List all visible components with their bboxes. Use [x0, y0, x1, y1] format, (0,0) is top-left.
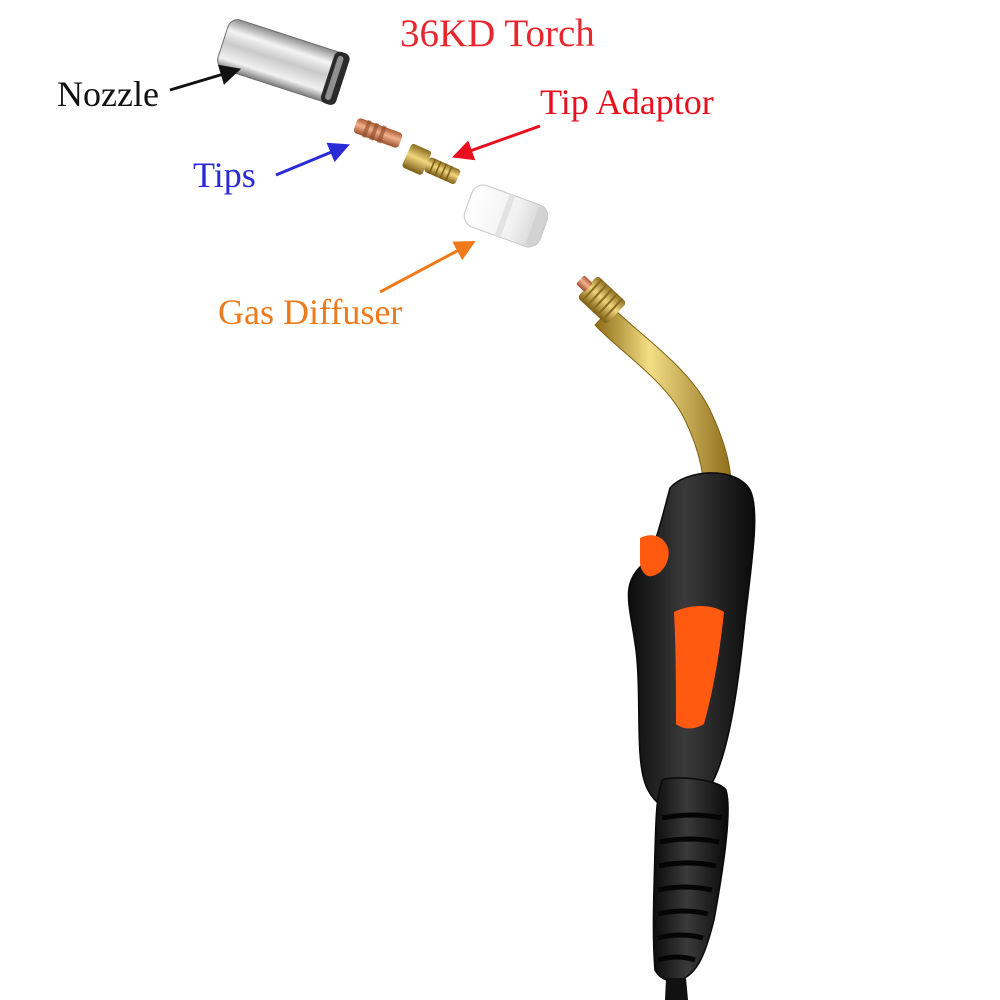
torch-head [576, 275, 626, 323]
tips-label: Tips [193, 155, 256, 195]
contact-tip-part [353, 118, 403, 148]
gas-diffuser-part [463, 184, 549, 248]
nozzle-label: Nozzle [57, 74, 159, 114]
page-title: 36KD Torch [400, 12, 595, 55]
nozzle-arrow [169, 64, 242, 92]
nozzle-part [217, 19, 350, 105]
handle-trigger-accent [640, 535, 669, 577]
tip-adaptor-arrow [452, 124, 541, 161]
tips-arrow [275, 142, 350, 177]
tip-adaptor-part [402, 143, 461, 184]
cable-ribs [657, 812, 723, 963]
cable [665, 978, 688, 1000]
handle-grip-accent [674, 606, 724, 729]
cable-boot [652, 777, 729, 982]
gas-diffuser-label: Gas Diffuser [218, 292, 403, 332]
gas-diffuser-arrow [379, 241, 476, 294]
tip-adaptor-label: Tip Adaptor [540, 82, 714, 122]
